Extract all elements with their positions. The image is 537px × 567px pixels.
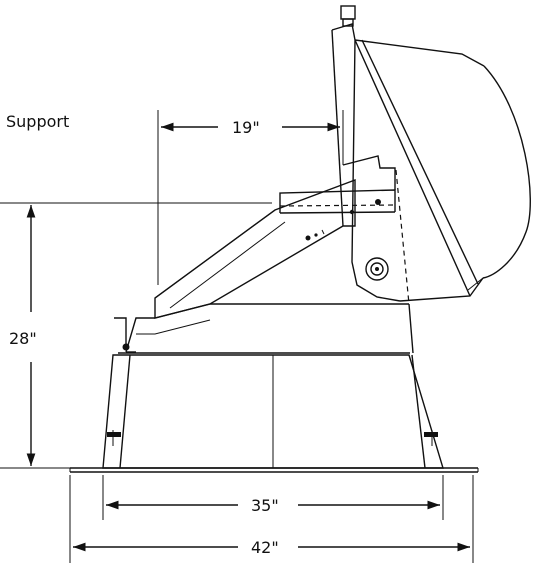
dimension-height [0,202,272,469]
leveling-bolt-right [424,430,438,446]
pedestal-base [102,352,444,469]
dimension-base-inner [102,475,444,520]
dimension-base-outer-label: 42" [251,538,279,557]
lower-carriage [125,303,414,354]
mounting-bracket [279,155,396,241]
dimension-height-label: 28" [9,329,37,348]
pivot-knob [365,257,389,281]
reflector-panel [354,39,531,302]
dimension-arm [157,110,344,285]
vertical-column [331,23,410,305]
dimension-base-inner-label: 35" [251,496,279,515]
support-callout-label: Support [6,112,69,131]
dimension-base-outer [69,475,474,563]
support-arm [154,178,356,319]
leveling-bolt-left [107,430,121,446]
latch-bracket [114,317,130,351]
dimension-arm-label: 19" [232,118,260,137]
top-cap [340,5,356,27]
